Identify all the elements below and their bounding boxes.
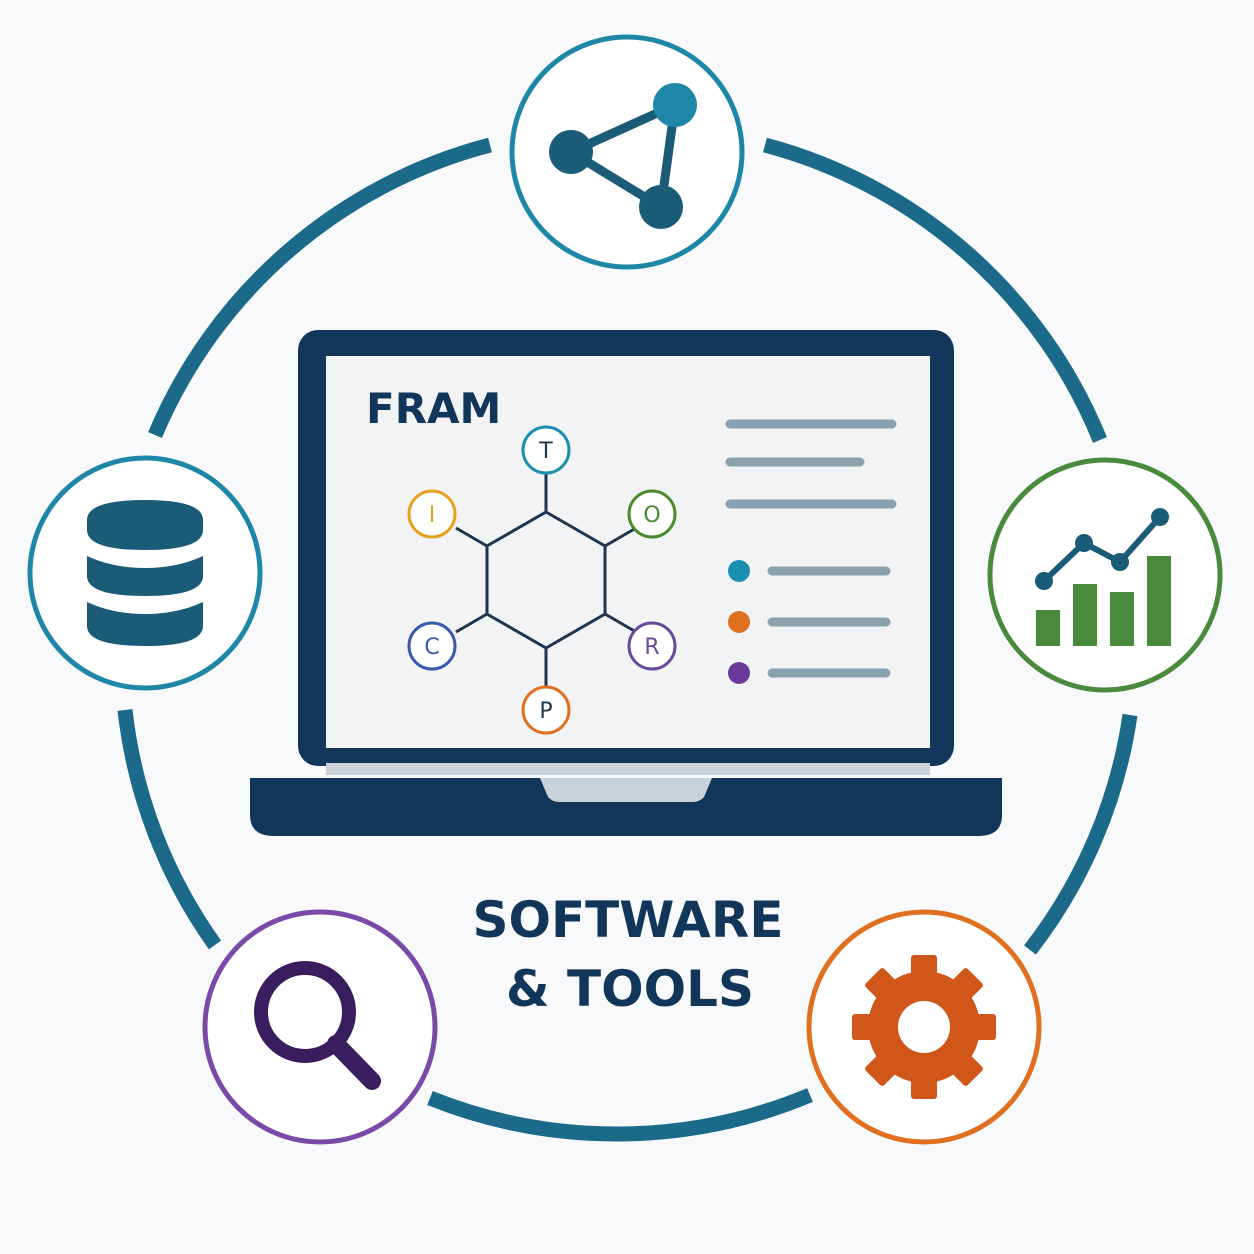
analytics-node bbox=[987, 457, 1223, 693]
search-node bbox=[202, 909, 438, 1145]
legend-dot bbox=[728, 611, 750, 633]
settings-node bbox=[806, 909, 1042, 1145]
fram-function-nodes: T O R P C I bbox=[407, 425, 677, 735]
fram-node-letter: I bbox=[429, 503, 436, 528]
ring-segment-right bbox=[1024, 713, 1138, 955]
fram-node-circle bbox=[521, 425, 571, 475]
fram-node-r: R bbox=[627, 621, 677, 671]
screen-title: FRAM bbox=[366, 384, 501, 433]
screen-text-lines bbox=[725, 419, 897, 509]
laptop-base bbox=[250, 778, 1002, 836]
fram-node-circle bbox=[627, 489, 677, 539]
fram-node-circle bbox=[627, 621, 677, 671]
legend-dot bbox=[728, 560, 750, 582]
search-icon-frame bbox=[202, 909, 438, 1145]
fram-node-letter: R bbox=[644, 635, 659, 660]
fram-node-circle bbox=[407, 621, 457, 671]
screen-legend-list bbox=[728, 560, 891, 684]
outer-ring bbox=[117, 137, 1138, 1142]
fram-node-c: C bbox=[407, 621, 457, 671]
bar-chart-icon bbox=[1035, 508, 1171, 646]
bar-chart-icon-frame bbox=[987, 457, 1223, 693]
laptop: FRAM T O R P C I bbox=[250, 330, 1002, 836]
gear-icon bbox=[852, 955, 996, 1099]
ring-segment-bottom bbox=[427, 1088, 813, 1142]
legend-item bbox=[728, 662, 891, 684]
fram-node-o: O bbox=[627, 489, 677, 539]
fram-node-letter: T bbox=[538, 439, 553, 464]
ring-segment-top-left bbox=[148, 137, 492, 438]
caption-line-1: SOFTWARE bbox=[472, 891, 783, 949]
legend-dot bbox=[728, 662, 750, 684]
fram-hexagon bbox=[455, 473, 637, 687]
database-node bbox=[27, 455, 263, 691]
laptop-trackpad-notch bbox=[540, 778, 712, 802]
ring-segment-left bbox=[117, 709, 222, 950]
legend-item bbox=[728, 611, 891, 633]
laptop-hinge bbox=[326, 763, 930, 775]
fram-node-letter: C bbox=[424, 635, 439, 660]
legend-item bbox=[728, 560, 891, 582]
fram-node-circle bbox=[521, 685, 571, 735]
caption-line-2: & TOOLS bbox=[506, 960, 754, 1018]
fram-node-p: P bbox=[521, 685, 571, 735]
network-icon bbox=[549, 83, 697, 229]
search-icon bbox=[254, 961, 381, 1090]
fram-node-t: T bbox=[521, 425, 571, 475]
fram-node-circle bbox=[407, 489, 457, 539]
fram-node-letter: O bbox=[643, 503, 660, 528]
network-icon-frame bbox=[509, 34, 745, 270]
fram-node-i: I bbox=[407, 489, 457, 539]
network-node bbox=[509, 34, 745, 270]
database-icon bbox=[87, 500, 203, 646]
ring-segment-top-right bbox=[763, 137, 1107, 443]
fram-node-letter: P bbox=[539, 699, 552, 724]
